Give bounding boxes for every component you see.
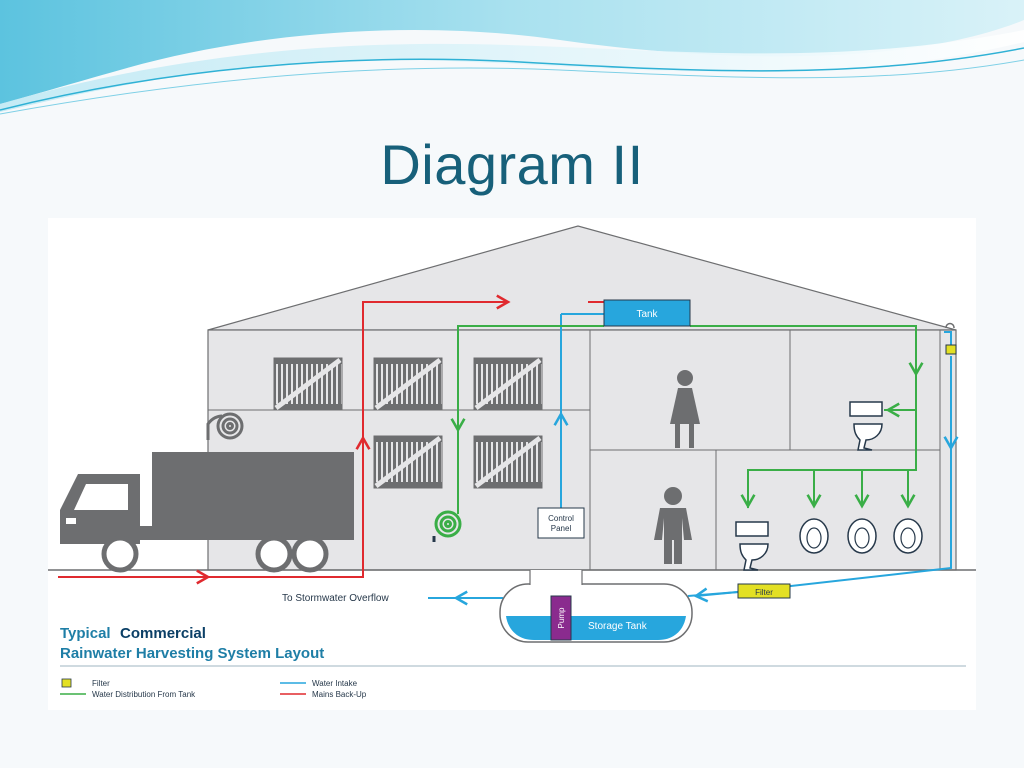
control-panel-label-1: Control [548, 514, 574, 523]
svg-text:Filter: Filter [92, 679, 110, 688]
legend-item-filter: Filter [61, 678, 110, 688]
roof-tank-label: Tank [636, 309, 658, 320]
svg-text:Water Distribution From Tank: Water Distribution From Tank [92, 690, 196, 699]
roof-tank: Tank [603, 299, 691, 327]
wave-header-decoration [0, 0, 1024, 120]
urinal-icon [893, 518, 923, 554]
crate-icon [473, 357, 543, 411]
diagram-caption: Typical Commercial Rainwater Harvesting … [60, 625, 324, 662]
pump-icon: Pump [550, 595, 572, 641]
caption-line-1: Typical Commercial [60, 625, 206, 642]
garden-hose-icon [434, 510, 462, 538]
caption-line-2: Rainwater Harvesting System Layout [60, 645, 324, 662]
crate-icon [373, 435, 443, 489]
crate-icon [273, 357, 343, 411]
filter-box: Filter [737, 583, 791, 599]
water-intake-pipes [428, 313, 959, 606]
legend: Filter Water Distribution From Tank Wate… [60, 678, 367, 699]
water-distribution-pipes [450, 325, 924, 514]
urinal-icon [799, 518, 829, 554]
svg-text:Mains Back-Up: Mains Back-Up [312, 690, 367, 699]
roof-filter-icon [945, 344, 957, 355]
stormwater-overflow-label: To Stormwater Overflow [282, 593, 389, 604]
rainwater-system-diagram: Tank Control Panel Storage Tank Pump Fil… [48, 225, 976, 699]
control-panel: Control Panel [537, 507, 585, 539]
storage-tank-label: Storage Tank [588, 621, 648, 632]
mains-backup-pipes [58, 294, 604, 585]
gutter-icon [945, 322, 955, 329]
storage-tank: Storage Tank [499, 570, 693, 643]
legend-item-distribution: Water Distribution From Tank [60, 690, 196, 699]
urinal-icon [847, 518, 877, 554]
warehouse-crates [273, 357, 543, 489]
truck-icon [60, 452, 354, 573]
toilet-icon [849, 401, 883, 451]
hose-reel-icon [206, 412, 244, 440]
woman-icon [670, 370, 700, 448]
pump-label: Pump [557, 607, 566, 628]
crate-icon [373, 357, 443, 411]
crate-icon [473, 435, 543, 489]
filter-label: Filter [755, 588, 773, 597]
slide-title: Diagram II [380, 133, 644, 196]
legend-item-mains: Mains Back-Up [280, 690, 367, 699]
control-panel-label-2: Panel [551, 524, 572, 533]
toilet-icon [735, 521, 769, 571]
legend-item-intake: Water Intake [280, 679, 358, 688]
man-icon [654, 487, 692, 564]
svg-text:Water Intake: Water Intake [312, 679, 358, 688]
diagram-panel: Tank Control Panel Storage Tank Pump Fil… [48, 218, 976, 710]
